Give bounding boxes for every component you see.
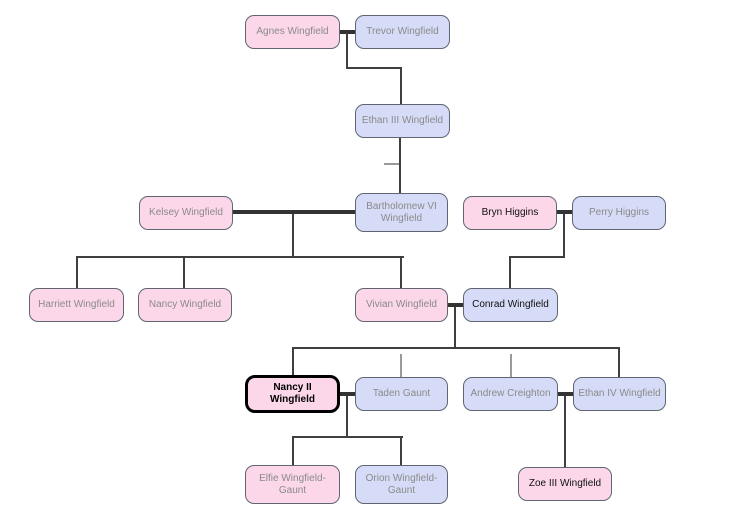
connector-vivian-conrad-drop [454, 307, 456, 349]
person-node-harriett-wingfield[interactable]: Harriett Wingfield [29, 288, 124, 322]
connector-to-harriett [76, 256, 78, 288]
hidden-partner-stub-ethan-iii [384, 163, 399, 165]
person-node-elfie-wingfield-gaunt[interactable]: Elfie Wingfield-Gaunt [245, 465, 340, 504]
connector-bryn-perry-drop [563, 214, 565, 258]
person-node-trevor-wingfield[interactable]: Trevor Wingfield [355, 15, 450, 49]
person-node-taden-gaunt[interactable]: Taden Gaunt [355, 377, 448, 411]
marriage-line-andrew-ethan-iv [557, 392, 574, 396]
hidden-ancestors-stub-andrew [510, 354, 512, 377]
connector-to-zoe-iii [564, 396, 566, 467]
connector-to-conrad [509, 256, 511, 288]
connector-agnes-trevor-drop [346, 33, 348, 69]
connector-kelsey-bartholomew-drop [292, 214, 294, 258]
connector-nancy-ii-taden-drop [346, 396, 348, 438]
person-node-ethan-iii-wingfield[interactable]: Ethan III Wingfield [355, 104, 450, 138]
marriage-line-vivian-conrad [447, 303, 464, 307]
marriage-line-bryn-perry [556, 210, 573, 214]
connector-to-ethan-iii [400, 67, 402, 104]
connector-agnes-trevor-jog [346, 67, 402, 69]
connector-to-vivian [400, 256, 402, 288]
connector-to-nancy-ii [292, 347, 294, 375]
person-node-nancy-ii-wingfield-selected[interactable]: Nancy II Wingfield [245, 375, 340, 413]
hidden-ancestors-stub-taden [400, 354, 402, 377]
marriage-line-kelsey-bartholomew [232, 210, 356, 214]
marriage-line-nancy-ii-taden [339, 392, 356, 396]
person-node-bryn-higgins[interactable]: Bryn Higgins [463, 196, 557, 230]
person-node-vivian-wingfield[interactable]: Vivian Wingfield [355, 288, 448, 322]
person-node-nancy-wingfield[interactable]: Nancy Wingfield [138, 288, 232, 322]
connector-bryn-perry-elbow [510, 256, 565, 258]
marriage-line-agnes-trevor [339, 30, 356, 34]
sibling-rail-kelsey-bartholomew [76, 256, 404, 258]
connector-to-elfie [292, 436, 294, 465]
person-node-bartholomew-vi-wingfield[interactable]: Bartholomew VI Wingfield [355, 193, 448, 232]
connector-to-orion [400, 436, 402, 465]
person-node-andrew-creighton[interactable]: Andrew Creighton [463, 377, 558, 411]
person-node-perry-higgins[interactable]: Perry Higgins [572, 196, 666, 230]
sibling-rail-vivian-conrad [292, 347, 620, 349]
connector-to-nancy [183, 256, 185, 288]
connector-to-ethan-iv [618, 347, 620, 377]
person-node-kelsey-wingfield[interactable]: Kelsey Wingfield [139, 196, 233, 230]
person-node-conrad-wingfield[interactable]: Conrad Wingfield [463, 288, 558, 322]
connector-ethan-iii-to-bartholomew [399, 138, 401, 193]
person-node-orion-wingfield-gaunt[interactable]: Orion Wingfield-Gaunt [355, 465, 448, 504]
sibling-rail-nancy-ii-taden [292, 436, 403, 438]
person-node-agnes-wingfield[interactable]: Agnes Wingfield [245, 15, 340, 49]
person-node-zoe-iii-wingfield[interactable]: Zoe III Wingfield [518, 467, 612, 501]
person-node-ethan-iv-wingfield[interactable]: Ethan IV Wingfield [573, 377, 666, 411]
